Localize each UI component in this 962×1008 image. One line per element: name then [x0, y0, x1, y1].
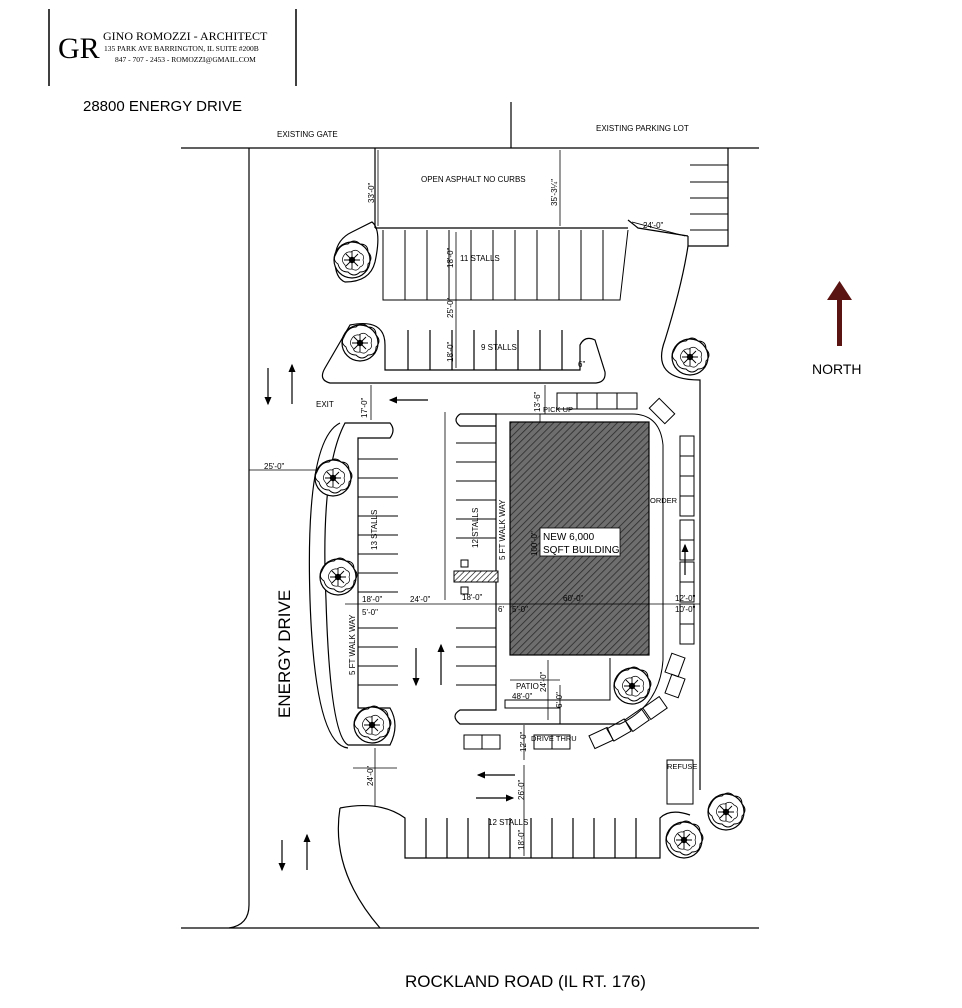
dim-label: 18'-0"	[446, 247, 455, 268]
dim-label: 24'-0"	[643, 221, 664, 230]
middle-island	[321, 323, 606, 384]
firm-contact: 847 - 707 - 2453 - ROMOZZI@GMAIL.COM	[115, 55, 256, 64]
dim-label: 48'-0"	[512, 692, 533, 701]
project-address: 28800 ENERGY DRIVE	[83, 98, 242, 115]
firm-logo: GR	[58, 32, 100, 65]
dim-label: 18'-0"	[446, 341, 455, 362]
existing-gate-label: EXISTING GATE	[277, 130, 338, 139]
dim-label: 18'-0"	[362, 595, 383, 604]
pick-up-label: PICK UP	[543, 405, 573, 414]
rockland-road-label: ROCKLAND ROAD (IL RT. 176)	[405, 972, 646, 991]
firm-address: 135 PARK AVE BARRINGTON, IL SUITE #200B	[104, 44, 259, 53]
pickup-stalls	[556, 392, 638, 410]
west-island	[324, 422, 396, 746]
drive-thru-lane	[463, 397, 695, 750]
title-block: GR GINO ROMOZZI - ARCHITECT 135 PARK AVE…	[48, 9, 297, 86]
hatched-ramp	[453, 570, 499, 583]
south-stall-row	[337, 804, 691, 929]
stalls-middle-label: 9 STALLS	[481, 343, 517, 352]
building-label-line1: NEW 6,000	[543, 532, 595, 543]
dim-label: 12'-0"	[519, 731, 528, 752]
dim-label: 33'-0"	[367, 182, 376, 203]
dim-label: 35'-3¼"	[550, 179, 559, 206]
existing-parking-stalls	[690, 164, 728, 231]
stalls-center-label: 12 STALLS	[471, 508, 480, 548]
west-lot-edge	[308, 422, 349, 749]
dim-label: 24'-0"	[539, 671, 548, 692]
north-label: NORTH	[812, 361, 862, 377]
traffic-arrows	[264, 363, 689, 872]
dim-label: 6'	[498, 605, 504, 614]
patio-label: PATIO	[516, 682, 539, 691]
existing-parking-label: EXISTING PARKING LOT	[596, 124, 689, 133]
exit-label: EXIT	[316, 400, 334, 409]
order-label: ORDER	[650, 496, 678, 505]
dim-label: 5'-0"	[362, 608, 378, 617]
firm-name: GINO ROMOZZI - ARCHITECT	[103, 29, 268, 43]
north-arrow	[827, 281, 852, 346]
dim-label: 6"	[578, 360, 585, 369]
walkway-label-west: 5 FT WALK WAY	[348, 614, 357, 675]
dim-label: 18'-0"	[462, 593, 483, 602]
dim-label: 18'-0"	[517, 829, 526, 850]
stalls-south-label: 12 STALLS	[488, 818, 528, 827]
lot-boundaries	[181, 102, 759, 929]
west-stall-row	[358, 458, 398, 686]
stalls-west-label: 13 STALLS	[370, 510, 379, 550]
refuse-enclosure	[666, 759, 694, 805]
dim-label: 12'-0"	[675, 594, 696, 603]
north-stall-row	[382, 229, 629, 301]
open-asphalt-label: OPEN ASPHALT NO CURBS	[421, 175, 526, 184]
dim-label: 17'-0"	[360, 397, 369, 418]
energy-drive-label: ENERGY DRIVE	[275, 590, 294, 718]
dim-label: 60'-0"	[563, 594, 584, 603]
center-island	[454, 413, 620, 725]
dim-label: 6'-0"	[555, 692, 564, 708]
dim-label: 13'-6"	[533, 391, 542, 412]
center-stall-row	[456, 442, 496, 686]
dim-label: 10'-0"	[675, 605, 696, 614]
dim-label: 24'-0"	[410, 595, 431, 604]
refuse-label: REFUSE	[667, 762, 697, 771]
walkway-label-center: 5 FT WALK WAY	[498, 499, 507, 560]
building-label-line2: SQFT BUILDING	[543, 545, 620, 556]
drive-thru-label: DRIVE THRU	[531, 734, 577, 743]
dim-label: 24'-0"	[366, 765, 375, 786]
stalls-north-label: 11 STALLS	[460, 254, 500, 263]
dim-label: 100'-0"	[530, 531, 539, 556]
dim-label: 25'-0"	[264, 462, 285, 471]
dimension-lines	[249, 150, 700, 856]
dim-label: 5'-0"	[512, 605, 528, 614]
nw-island	[334, 221, 379, 283]
dim-label: 26'-0"	[517, 779, 526, 800]
dim-label: 25'-0"	[446, 297, 455, 318]
